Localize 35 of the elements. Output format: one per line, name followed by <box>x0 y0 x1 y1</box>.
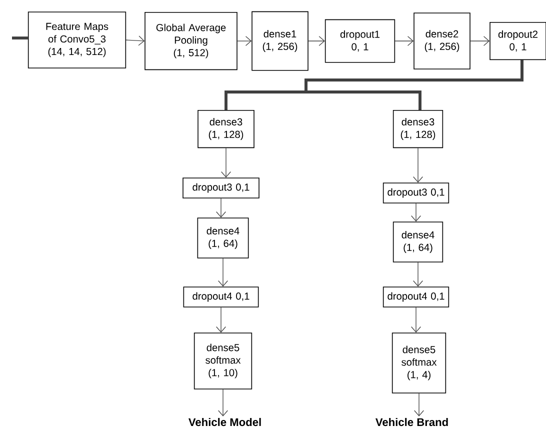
connector-line <box>304 60 524 110</box>
layer-box: dropout3 0,1 <box>382 182 450 204</box>
arrow <box>237 36 252 46</box>
layer-box: dense3 (1, 128) <box>392 110 444 148</box>
arrow <box>414 393 424 416</box>
arrow <box>218 389 228 416</box>
layer-box: Global Average Pooling (1, 512) <box>144 12 238 70</box>
arrow <box>221 148 231 178</box>
output-label: Vehicle Brand <box>376 418 448 426</box>
layer-box: dropout4 0,1 <box>183 286 259 308</box>
arrow <box>470 36 490 46</box>
arrow <box>413 262 423 287</box>
output-label: Vehicle Model <box>188 418 261 426</box>
layer-box: dropout1 0, 1 <box>324 19 396 63</box>
layer-box: dropout3 0,1 <box>182 178 260 198</box>
connector-line <box>12 36 28 40</box>
layer-box: dense5 softmax (1, 10) <box>194 332 252 390</box>
arrow <box>216 307 226 333</box>
arrow <box>411 307 421 333</box>
arrow <box>308 36 325 46</box>
layer-box: dense2 (1, 256) <box>414 12 470 70</box>
arrow <box>413 148 423 183</box>
layer-box: dense1 (1, 256) <box>252 11 308 71</box>
layer-box: dense3 (1, 128) <box>198 110 254 148</box>
arrow <box>218 258 228 287</box>
layer-box: dense5 softmax (1, 4) <box>392 332 446 394</box>
layer-box: dropout4 0,1 <box>382 286 450 308</box>
layer-box: dense4 (1, 64) <box>197 218 249 258</box>
arrow <box>126 36 145 46</box>
arrow <box>394 36 414 46</box>
arrow <box>411 203 421 222</box>
arrow <box>216 198 226 218</box>
layer-box: Feature Maps of Convo5_3 (14, 14, 512) <box>28 12 126 68</box>
layer-box: dense4 (1, 64) <box>392 222 444 262</box>
layer-box: dropout2 0, 1 <box>490 22 546 60</box>
